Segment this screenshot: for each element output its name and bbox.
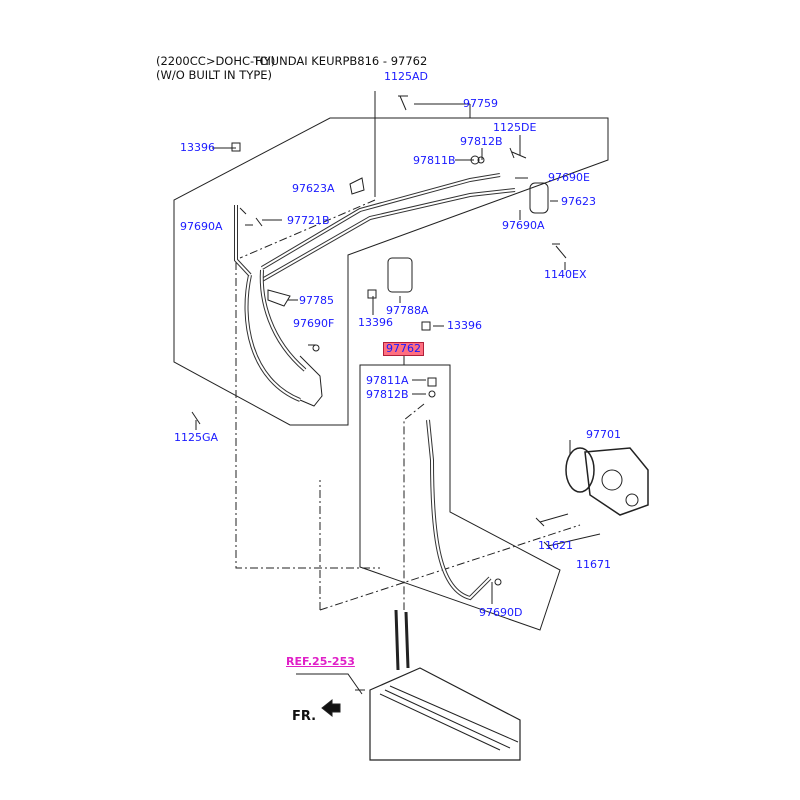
upper-assembly-outline bbox=[173, 117, 609, 426]
part-label-97690A-left[interactable]: 97690A bbox=[180, 220, 223, 233]
part-label-97690D[interactable]: 97690D bbox=[479, 606, 523, 619]
part-label-1125DE[interactable]: 1125DE bbox=[493, 121, 537, 134]
part-label-97762-selected[interactable]: 97762 bbox=[383, 342, 424, 356]
part-label-97812B-b[interactable]: 97812B bbox=[366, 388, 409, 401]
page-title: HYUNDAI KEURPB816 - 97762 bbox=[255, 54, 428, 68]
part-label-97623[interactable]: 97623 bbox=[561, 195, 596, 208]
compressor bbox=[565, 447, 649, 516]
condenser bbox=[369, 667, 521, 761]
part-label-1125GA[interactable]: 1125GA bbox=[174, 431, 219, 444]
part-label-97701[interactable]: 97701 bbox=[586, 428, 621, 441]
spec-line-1: (2200CC>DOHC-TCI) bbox=[156, 54, 276, 68]
part-label-1125AD[interactable]: 1125AD bbox=[384, 70, 428, 83]
spec-line-2: (W/O BUILT IN TYPE) bbox=[156, 68, 273, 82]
part-label-97623A[interactable]: 97623A bbox=[292, 182, 335, 195]
part-label-97690E[interactable]: 97690E bbox=[548, 171, 590, 184]
part-label-97759[interactable]: 97759 bbox=[463, 97, 498, 110]
part-label-97690F[interactable]: 97690F bbox=[293, 317, 335, 330]
part-label-13396-a[interactable]: 13396 bbox=[180, 141, 215, 154]
part-label-11671[interactable]: 11671 bbox=[576, 558, 611, 571]
part-label-97788A[interactable]: 97788A bbox=[386, 304, 429, 317]
front-direction-label: FR. bbox=[292, 709, 317, 724]
part-label-13396-c[interactable]: 13396 bbox=[447, 319, 482, 332]
part-label-97785[interactable]: 97785 bbox=[299, 294, 334, 307]
front-arrow bbox=[321, 698, 341, 718]
part-label-97812B-a[interactable]: 97812B bbox=[460, 135, 503, 148]
lower-assembly-outline bbox=[359, 364, 561, 631]
part-label-97690A-right[interactable]: 97690A bbox=[502, 219, 545, 232]
reference-link[interactable]: REF.25-253 bbox=[286, 655, 355, 668]
part-label-97811A[interactable]: 97811A bbox=[366, 374, 409, 387]
part-label-11621[interactable]: 11621 bbox=[538, 539, 573, 552]
part-label-97721B[interactable]: 97721B bbox=[287, 214, 330, 227]
part-label-13396-b[interactable]: 13396 bbox=[358, 316, 393, 329]
part-label-97811B[interactable]: 97811B bbox=[413, 154, 456, 167]
part-label-1140EX[interactable]: 1140EX bbox=[544, 268, 587, 281]
